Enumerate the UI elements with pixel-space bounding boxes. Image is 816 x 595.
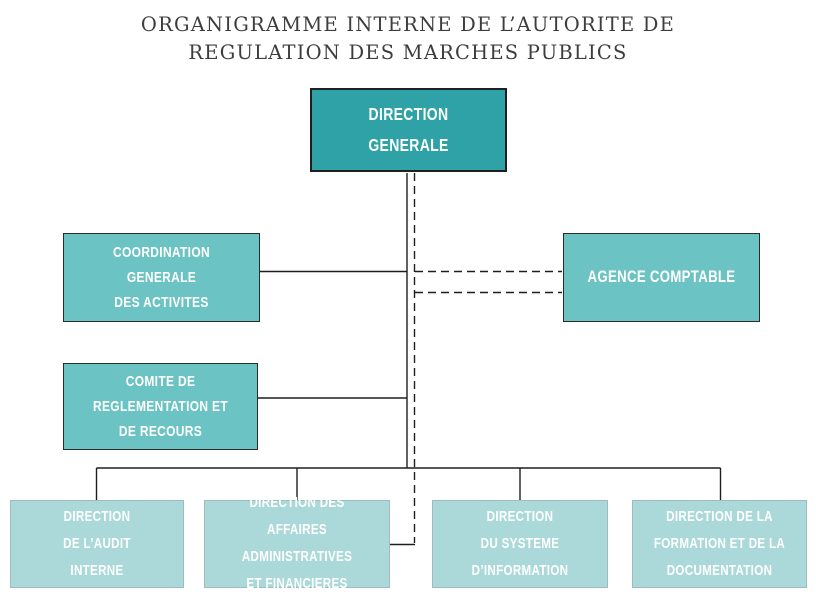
node-coordination-generale: COORDINATION GENERALE DES ACTIVITES [63,233,260,322]
label-line: DIRECTION DE LA [666,508,773,525]
node-direction-affaires: DIRECTION DES AFFAIRES ADMINISTRATIVES E… [204,495,390,592]
node-direction-systeme-label: DIRECTION DU SYSTEME D’INFORMATION [450,504,589,585]
node-direction-affaires-label: DIRECTION DES AFFAIRES ADMINISTRATIVES E… [223,490,370,595]
label-line: REGLEMENTATION ET [93,398,228,415]
node-comite-reglementation-label: COMITE DE REGLEMENTATION ET DE RECOURS [83,369,237,444]
label-line: DE RECOURS [118,423,203,440]
label-line: D’INFORMATION [471,562,569,579]
chart-title-line1: ORGANIGRAMME INTERNE DE L’AUTORITE DE [140,13,676,36]
label-line: INTERNE [70,562,124,579]
node-direction-formation: DIRECTION DE LA FORMATION ET DE LA DOCUM… [632,500,807,588]
label-line: FORMATION ET DE LA [653,535,786,552]
label-line: GENERALE [368,135,449,155]
label-line: ADMINISTRATIVES [241,549,353,565]
node-direction-formation-label: DIRECTION DE LA FORMATION ET DE LA DOCUM… [650,504,788,585]
node-direction-generale-label: DIRECTION GENERALE [331,99,485,161]
label-line: AGENCE COMPTABLE [587,268,736,286]
label-line: DIRECTION DES AFFAIRES [249,495,345,538]
node-agence-comptable-label: AGENCE COMPTABLE [584,265,740,290]
label-line: COORDINATION [113,244,210,261]
label-line: DIRECTION [63,508,131,525]
node-agence-comptable: AGENCE COMPTABLE [563,233,760,322]
chart-title-line2: REGULATION DES MARCHES PUBLICS [188,41,628,64]
label-line: DOCUMENTATION [666,562,773,579]
node-direction-audit-label: DIRECTION DE L’AUDIT INTERNE [28,504,166,585]
node-comite-reglementation: COMITE DE REGLEMENTATION ET DE RECOURS [63,363,258,450]
node-coordination-generale-label: COORDINATION GENERALE DES ACTIVITES [84,240,240,315]
label-line: COMITE DE [125,373,196,390]
label-line: GENERALE [126,269,197,286]
chart-title: ORGANIGRAMME INTERNE DE L’AUTORITE DE RE… [0,11,816,67]
label-line: DIRECTION [486,508,554,525]
node-direction-generale: DIRECTION GENERALE [310,88,507,172]
label-line: ET FINANCIERES [246,576,348,592]
label-line: DIRECTION [368,104,449,124]
node-direction-systeme: DIRECTION DU SYSTEME D’INFORMATION [432,500,608,588]
node-direction-audit: DIRECTION DE L’AUDIT INTERNE [10,500,184,588]
label-line: DES ACTIVITES [114,294,209,311]
label-line: DE L’AUDIT [63,535,131,552]
label-line: DU SYSTEME [480,535,560,552]
